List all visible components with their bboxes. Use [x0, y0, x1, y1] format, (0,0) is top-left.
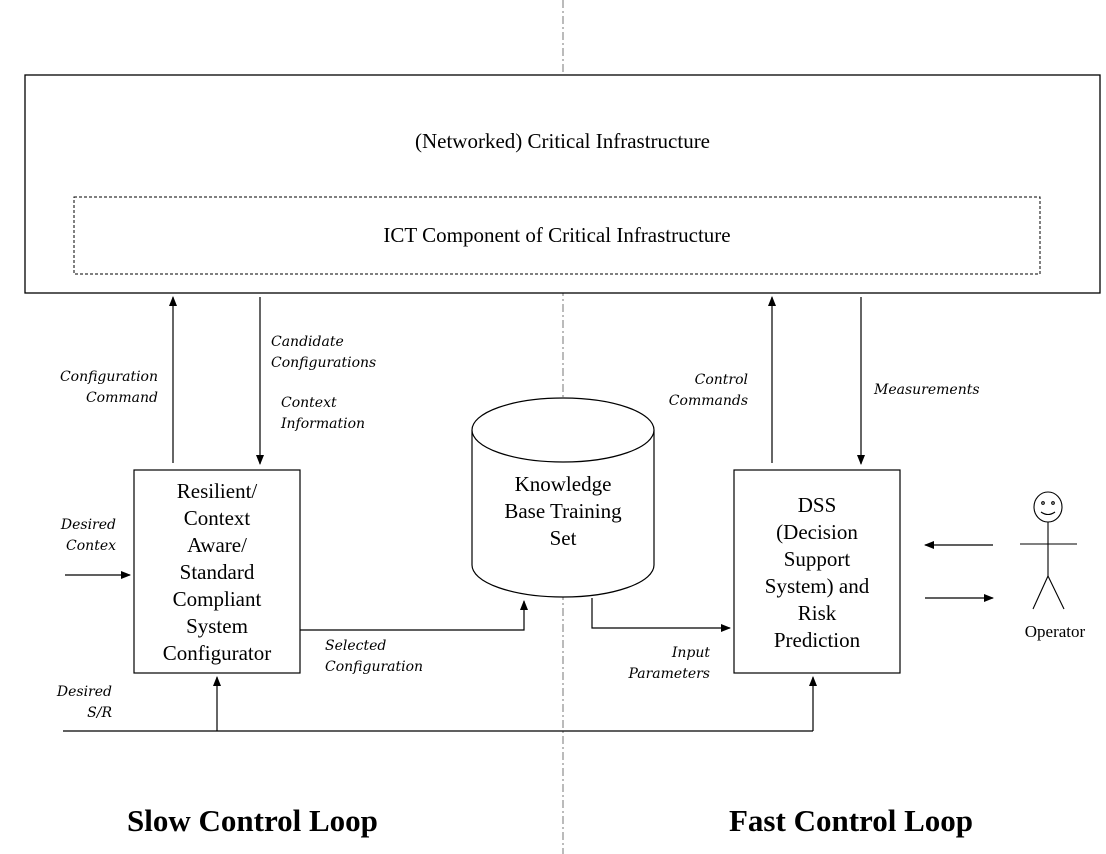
context-info-line2: Information	[281, 416, 366, 432]
operator-figure-icon	[1020, 491, 1077, 610]
dss-box	[733, 469, 901, 674]
knowledge-base-line: Knowledge	[514, 472, 612, 496]
critical-infrastructure-box	[24, 74, 1101, 294]
dss-line: (Decision	[776, 520, 858, 544]
dss-line: Prediction	[773, 628, 861, 652]
input-params-label: Input Parameters	[610, 643, 710, 685]
config-command-label: Configuration Command	[40, 367, 158, 409]
critical-infrastructure-label: (Networked) Critical Infrastructure	[414, 129, 711, 153]
knowledge-base-cylinder	[471, 397, 655, 598]
dss-line: Support	[783, 547, 851, 571]
candidate-configs-label: Candidate Configurations	[271, 332, 376, 374]
config-command-line1: Configuration	[59, 369, 158, 385]
system-configurator-box	[133, 469, 301, 674]
control-commands-label: Control Commands	[650, 370, 748, 412]
ict-component-label: ICT Component of Critical Infrastructure	[383, 223, 731, 247]
dss-line: DSS	[797, 493, 837, 517]
configurator-line: Standard	[179, 560, 255, 584]
candidate-configs-line1: Candidate	[271, 334, 344, 350]
configurator-line: Aware/	[187, 533, 247, 557]
dss-line: Risk	[797, 601, 837, 625]
fast-control-loop-title: Fast Control Loop	[729, 803, 974, 838]
desired-sr-line2: S/R	[87, 705, 112, 721]
desired-context-line2: Contex	[66, 538, 116, 554]
control-commands-line1: Control	[694, 372, 748, 388]
knowledge-base-label: Knowledge Base Training Set	[472, 471, 654, 552]
context-info-label: Context Information	[281, 393, 365, 435]
configurator-line: Configurator	[162, 641, 272, 665]
desired-context-line1: Desired	[60, 517, 116, 533]
knowledge-base-line: Set	[549, 526, 577, 550]
selected-config-label: Selected Configuration	[325, 636, 423, 678]
selected-config-line2: Configuration	[325, 659, 424, 675]
input-params-arrow	[591, 598, 731, 632]
configurator-line: Compliant	[172, 587, 262, 611]
desired-context-label: Desired Contex	[40, 515, 116, 557]
context-info-line1: Context	[281, 395, 337, 411]
configurator-line: System	[186, 614, 248, 638]
dss-line: System) and	[764, 574, 870, 598]
ict-component-box	[73, 196, 1041, 275]
selected-config-line1: Selected	[325, 638, 387, 654]
config-command-line2: Command	[85, 390, 158, 406]
control-commands-line2: Commands	[668, 393, 748, 409]
configurator-line: Context	[183, 506, 251, 530]
slow-control-loop-title: Slow Control Loop	[127, 803, 378, 838]
operator-label: Operator	[1024, 622, 1086, 641]
input-params-line1: Input	[671, 645, 710, 661]
system-configurator-label: Resilient/ Context Aware/ Standard Compl…	[134, 478, 300, 667]
desired-sr-label: Desired S/R	[40, 682, 112, 724]
candidate-configs-line2: Configurations	[271, 355, 377, 371]
measurements-label: Measurements	[874, 382, 980, 398]
configurator-line: Resilient/	[176, 479, 258, 503]
input-params-line2: Parameters	[628, 666, 710, 682]
desired-sr-line1: Desired	[56, 684, 112, 700]
knowledge-base-line: Base Training	[504, 499, 622, 523]
selected-config-arrow	[300, 600, 528, 631]
dss-label: DSS (Decision Support System) and Risk P…	[734, 492, 900, 654]
